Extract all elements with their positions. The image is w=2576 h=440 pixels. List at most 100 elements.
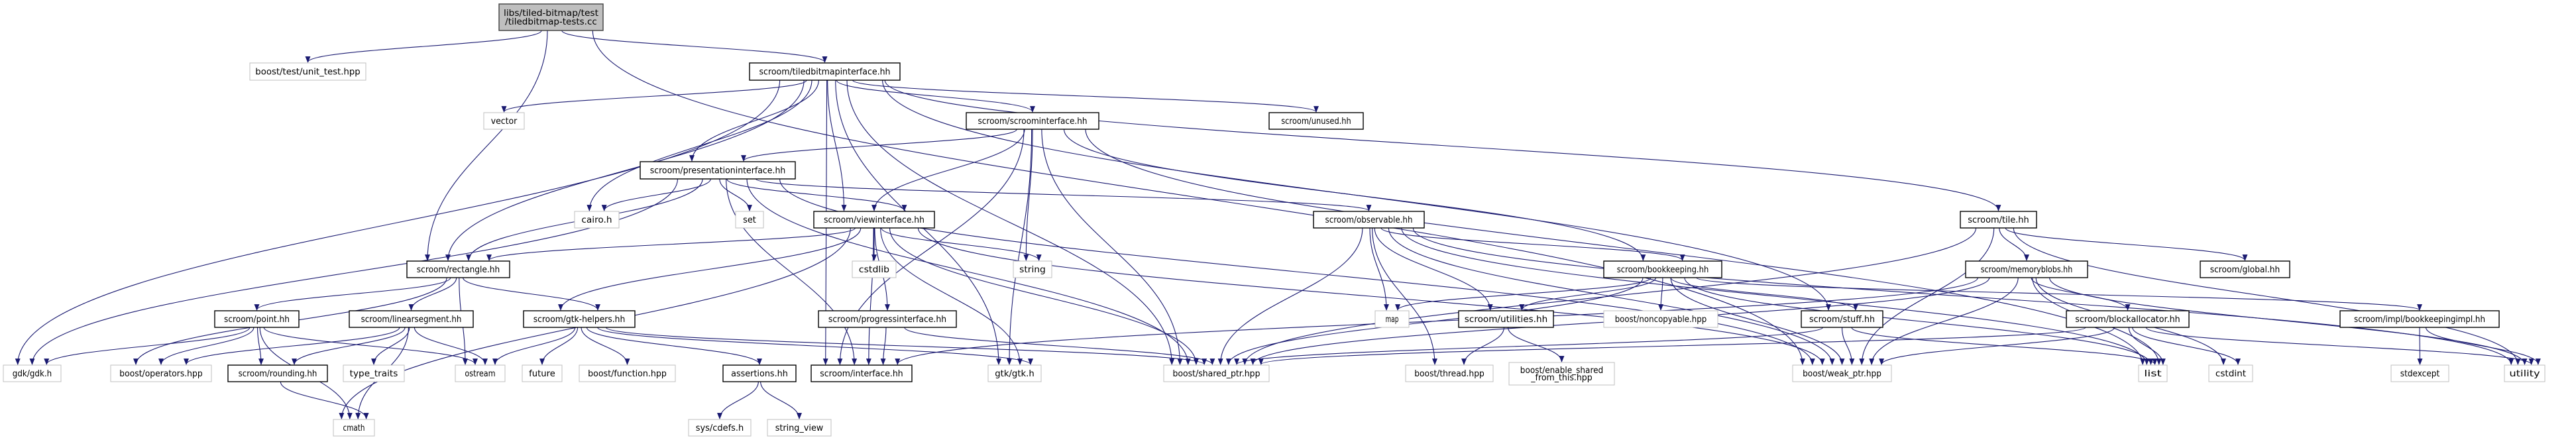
node-box bbox=[2390, 364, 2449, 382]
node-stuff[interactable]: scroom/stuff.hh bbox=[1801, 310, 1883, 328]
node-box bbox=[523, 310, 636, 328]
node-box bbox=[406, 260, 510, 278]
edge-observable-to-map bbox=[1369, 227, 1389, 311]
edge-gtkhelpers-to-ostream bbox=[492, 327, 576, 365]
edge-blockallocator-to-list bbox=[2128, 327, 2166, 365]
node-shared_ptr: boost/shared_ptr.hpp bbox=[1163, 364, 1270, 382]
node-box bbox=[110, 364, 212, 382]
edge-rectangle-to-gtkhelpers bbox=[463, 277, 600, 311]
edge-blockallocator-to-shared_ptr bbox=[1259, 327, 2086, 365]
node-label: scroom/global.hh bbox=[2210, 265, 2280, 275]
edge-rounding-to-cmath bbox=[280, 381, 369, 419]
edge-scroominterface-to-list bbox=[1085, 129, 2146, 365]
node-viewinterface[interactable]: scroom/viewinterface.hh bbox=[813, 211, 935, 229]
node-label: scroom/interface.hh bbox=[820, 369, 903, 379]
node-box bbox=[966, 112, 1099, 130]
edge-tbi-to-shared_ptr bbox=[846, 80, 1175, 365]
edge-scroominterface-to-bookkeeping bbox=[1064, 129, 1646, 261]
node-unused[interactable]: scroom/unused.hh bbox=[1268, 112, 1364, 130]
edge-presentation-to-observable bbox=[755, 178, 1372, 211]
node-presentation[interactable]: scroom/presentationinterface.hh bbox=[640, 161, 796, 180]
edge-gtkhelpers-to-shared_ptr bbox=[605, 327, 1207, 365]
edge-progressinterface-to-interface bbox=[880, 327, 887, 365]
edge-observable-to-list bbox=[1401, 227, 2150, 365]
node-stdexcept: stdexcept bbox=[2390, 364, 2449, 382]
edge-viewinterface-to-gtk bbox=[880, 227, 1023, 365]
node-box bbox=[811, 364, 913, 382]
edge-stuff-to-shared_ptr bbox=[1234, 327, 1824, 365]
edge-point-to-rounding bbox=[256, 327, 264, 365]
node-gtkhelpers[interactable]: scroom/gtk-helpers.hh bbox=[523, 310, 636, 328]
edge-presentation-to-cairo bbox=[601, 178, 711, 211]
node-global[interactable]: scroom/global.hh bbox=[2200, 260, 2290, 278]
node-box bbox=[249, 62, 366, 81]
edge-point-to-gdk bbox=[44, 327, 251, 365]
node-box bbox=[333, 419, 375, 437]
node-box bbox=[1603, 310, 1718, 328]
node-utilities[interactable]: scroom/utilities.hh bbox=[1458, 310, 1554, 328]
node-scroominterface[interactable]: scroom/scroominterface.hh bbox=[966, 112, 1099, 130]
node-label: scroom/memoryblobs.hh bbox=[1981, 265, 2073, 275]
edge-stuff-to-weak_ptr bbox=[1841, 327, 1855, 365]
node-label: map bbox=[1386, 315, 1399, 325]
node-unit_test: boost/test/unit_test.hpp bbox=[249, 62, 366, 81]
edge-bookkeeping-to-map bbox=[1395, 277, 1652, 311]
node-box bbox=[1405, 364, 1494, 382]
node-progressinterface[interactable]: scroom/progressinterface.hh bbox=[818, 310, 957, 328]
node-cstdint: cstdint bbox=[2208, 364, 2253, 382]
node-tbi[interactable]: scroom/tiledbitmapinterface.hh bbox=[749, 62, 901, 81]
edge-point-to-ostream bbox=[263, 327, 478, 365]
node-box bbox=[2200, 260, 2290, 278]
edge-scroominterface-to-viewinterface bbox=[871, 129, 1025, 211]
node-blockallocator[interactable]: scroom/blockallocator.hh bbox=[2066, 310, 2190, 328]
node-label: scroom/bookkeeping.hh bbox=[1617, 265, 1709, 275]
edge-memoryblobs-to-utility bbox=[2049, 277, 2528, 365]
node-box bbox=[455, 364, 506, 382]
node-rounding[interactable]: scroom/rounding.hh bbox=[227, 364, 328, 382]
node-label: stdexcept bbox=[2400, 369, 2439, 379]
node-label: scroom/tile.hh bbox=[1968, 215, 2029, 225]
node-label: scroom/linearsegment.hh bbox=[361, 315, 462, 325]
node-label: scroom/point.hh bbox=[224, 315, 290, 325]
node-linearsegment[interactable]: scroom/linearsegment.hh bbox=[349, 310, 474, 328]
edge-bookkeeping-to-noncopyable bbox=[1658, 277, 1663, 311]
node-enable_shared: boost/enable_shared_from_this.hpp bbox=[1508, 362, 1615, 386]
node-bookkeeping[interactable]: scroom/bookkeeping.hh bbox=[1603, 260, 1722, 278]
edge-presentation-to-viewinterface bbox=[726, 178, 907, 211]
node-cdefs: sys/cdefs.h bbox=[688, 419, 752, 437]
node-box bbox=[349, 310, 474, 328]
node-interface[interactable]: scroom/interface.hh bbox=[811, 364, 913, 382]
node-label: scroom/impl/bookkeepingimpl.hh bbox=[2354, 315, 2485, 325]
node-box bbox=[735, 211, 764, 229]
node-box bbox=[722, 364, 797, 382]
edge-linearsegment-to-rounding bbox=[292, 327, 406, 365]
node-box bbox=[1792, 364, 1892, 382]
node-rectangle[interactable]: scroom/rectangle.hh bbox=[406, 260, 510, 278]
node-box bbox=[574, 211, 620, 229]
edge-bookkeeping-to-list bbox=[1684, 277, 2154, 365]
node-box bbox=[1268, 112, 1364, 130]
node-label: boost/enable_shared bbox=[1520, 366, 1603, 376]
edge-tile-to-utility bbox=[2013, 227, 2521, 365]
node-box bbox=[2339, 310, 2500, 328]
node-bookkeepingimpl[interactable]: scroom/impl/bookkeepingimpl.hh bbox=[2339, 310, 2500, 328]
node-thread: boost/thread.hpp bbox=[1405, 364, 1494, 382]
node-type_traits: type_traits bbox=[343, 364, 405, 382]
node-assertions[interactable]: assertions.hh bbox=[722, 364, 797, 382]
node-label: vector bbox=[491, 117, 518, 127]
node-box bbox=[767, 419, 832, 437]
edge-rectangle-to-linearsegment bbox=[408, 277, 457, 311]
edge-observable-to-utility bbox=[1412, 227, 2514, 365]
node-tile[interactable]: scroom/tile.hh bbox=[1960, 211, 2037, 229]
edge-point-to-operators bbox=[158, 327, 254, 365]
edge-tbi-to-presentation bbox=[689, 80, 819, 162]
edge-presentation-to-gdk bbox=[29, 178, 679, 365]
node-box bbox=[343, 364, 405, 382]
node-point[interactable]: scroom/point.hh bbox=[214, 310, 300, 328]
node-cairo: cairo.h bbox=[574, 211, 620, 229]
node-label: scroom/presentationinterface.hh bbox=[650, 166, 786, 176]
node-observable[interactable]: scroom/observable.hh bbox=[1313, 211, 1425, 229]
node-memoryblobs[interactable]: scroom/memoryblobs.hh bbox=[1965, 260, 2088, 278]
node-root[interactable]: libs/tiled-bitmap/test/tiledbitmap-tests… bbox=[498, 3, 604, 31]
